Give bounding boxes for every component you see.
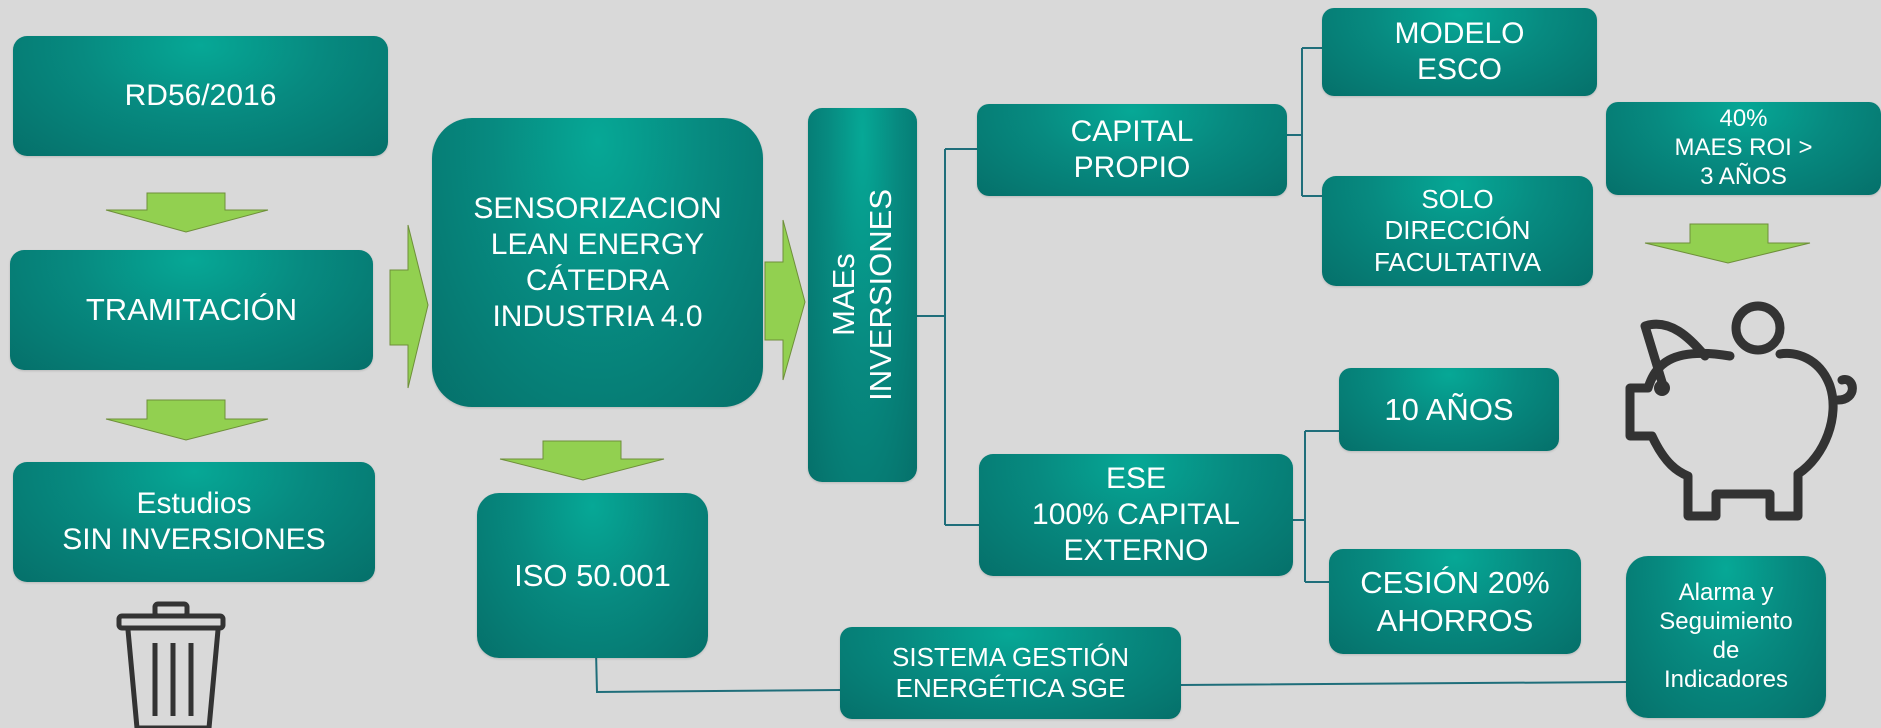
down-arrow-roi [1644, 223, 1811, 264]
box-modelo-esco: MODELO ESCO [1322, 8, 1597, 96]
box-sensorizacion: SENSORIZACION LEAN ENERGY CÁTEDRA INDUST… [432, 118, 763, 407]
box-tramitacion: TRAMITACIÓN [10, 250, 373, 370]
maes-label: MAEs INVERSIONES [826, 189, 899, 401]
box-sge: SISTEMA GESTIÓN ENERGÉTICA SGE [840, 627, 1181, 719]
down-arrow-tramitacion [105, 399, 269, 441]
box-rd56: RD56/2016 [13, 36, 388, 156]
box-10-anos: 10 AÑOS [1339, 368, 1559, 451]
right-arrow-sensorizacion [764, 219, 806, 381]
down-arrow-rd [105, 192, 269, 233]
box-iso: ISO 50.001 [477, 493, 708, 658]
right-arrow-tramitacion [389, 224, 429, 389]
maes-branch-connector [917, 148, 980, 526]
down-arrow-sensorizacion [499, 440, 665, 481]
box-maes-inversiones: MAEs INVERSIONES [808, 108, 917, 482]
box-roi: 40% MAES ROI > 3 AÑOS [1606, 102, 1881, 195]
box-ese: ESE 100% CAPITAL EXTERNO [979, 454, 1293, 576]
box-solo-direccion: SOLO DIRECCIÓN FACULTATIVA [1322, 176, 1593, 286]
box-alarma: Alarma y Seguimiento de Indicadores [1626, 556, 1826, 718]
box-estudios: Estudios SIN INVERSIONES [13, 462, 375, 582]
trash-icon [116, 601, 226, 728]
box-cesion: CESIÓN 20% AHORROS [1329, 549, 1581, 654]
piggy-bank-icon [1625, 301, 1857, 521]
box-capital-propio: CAPITAL PROPIO [977, 104, 1287, 196]
